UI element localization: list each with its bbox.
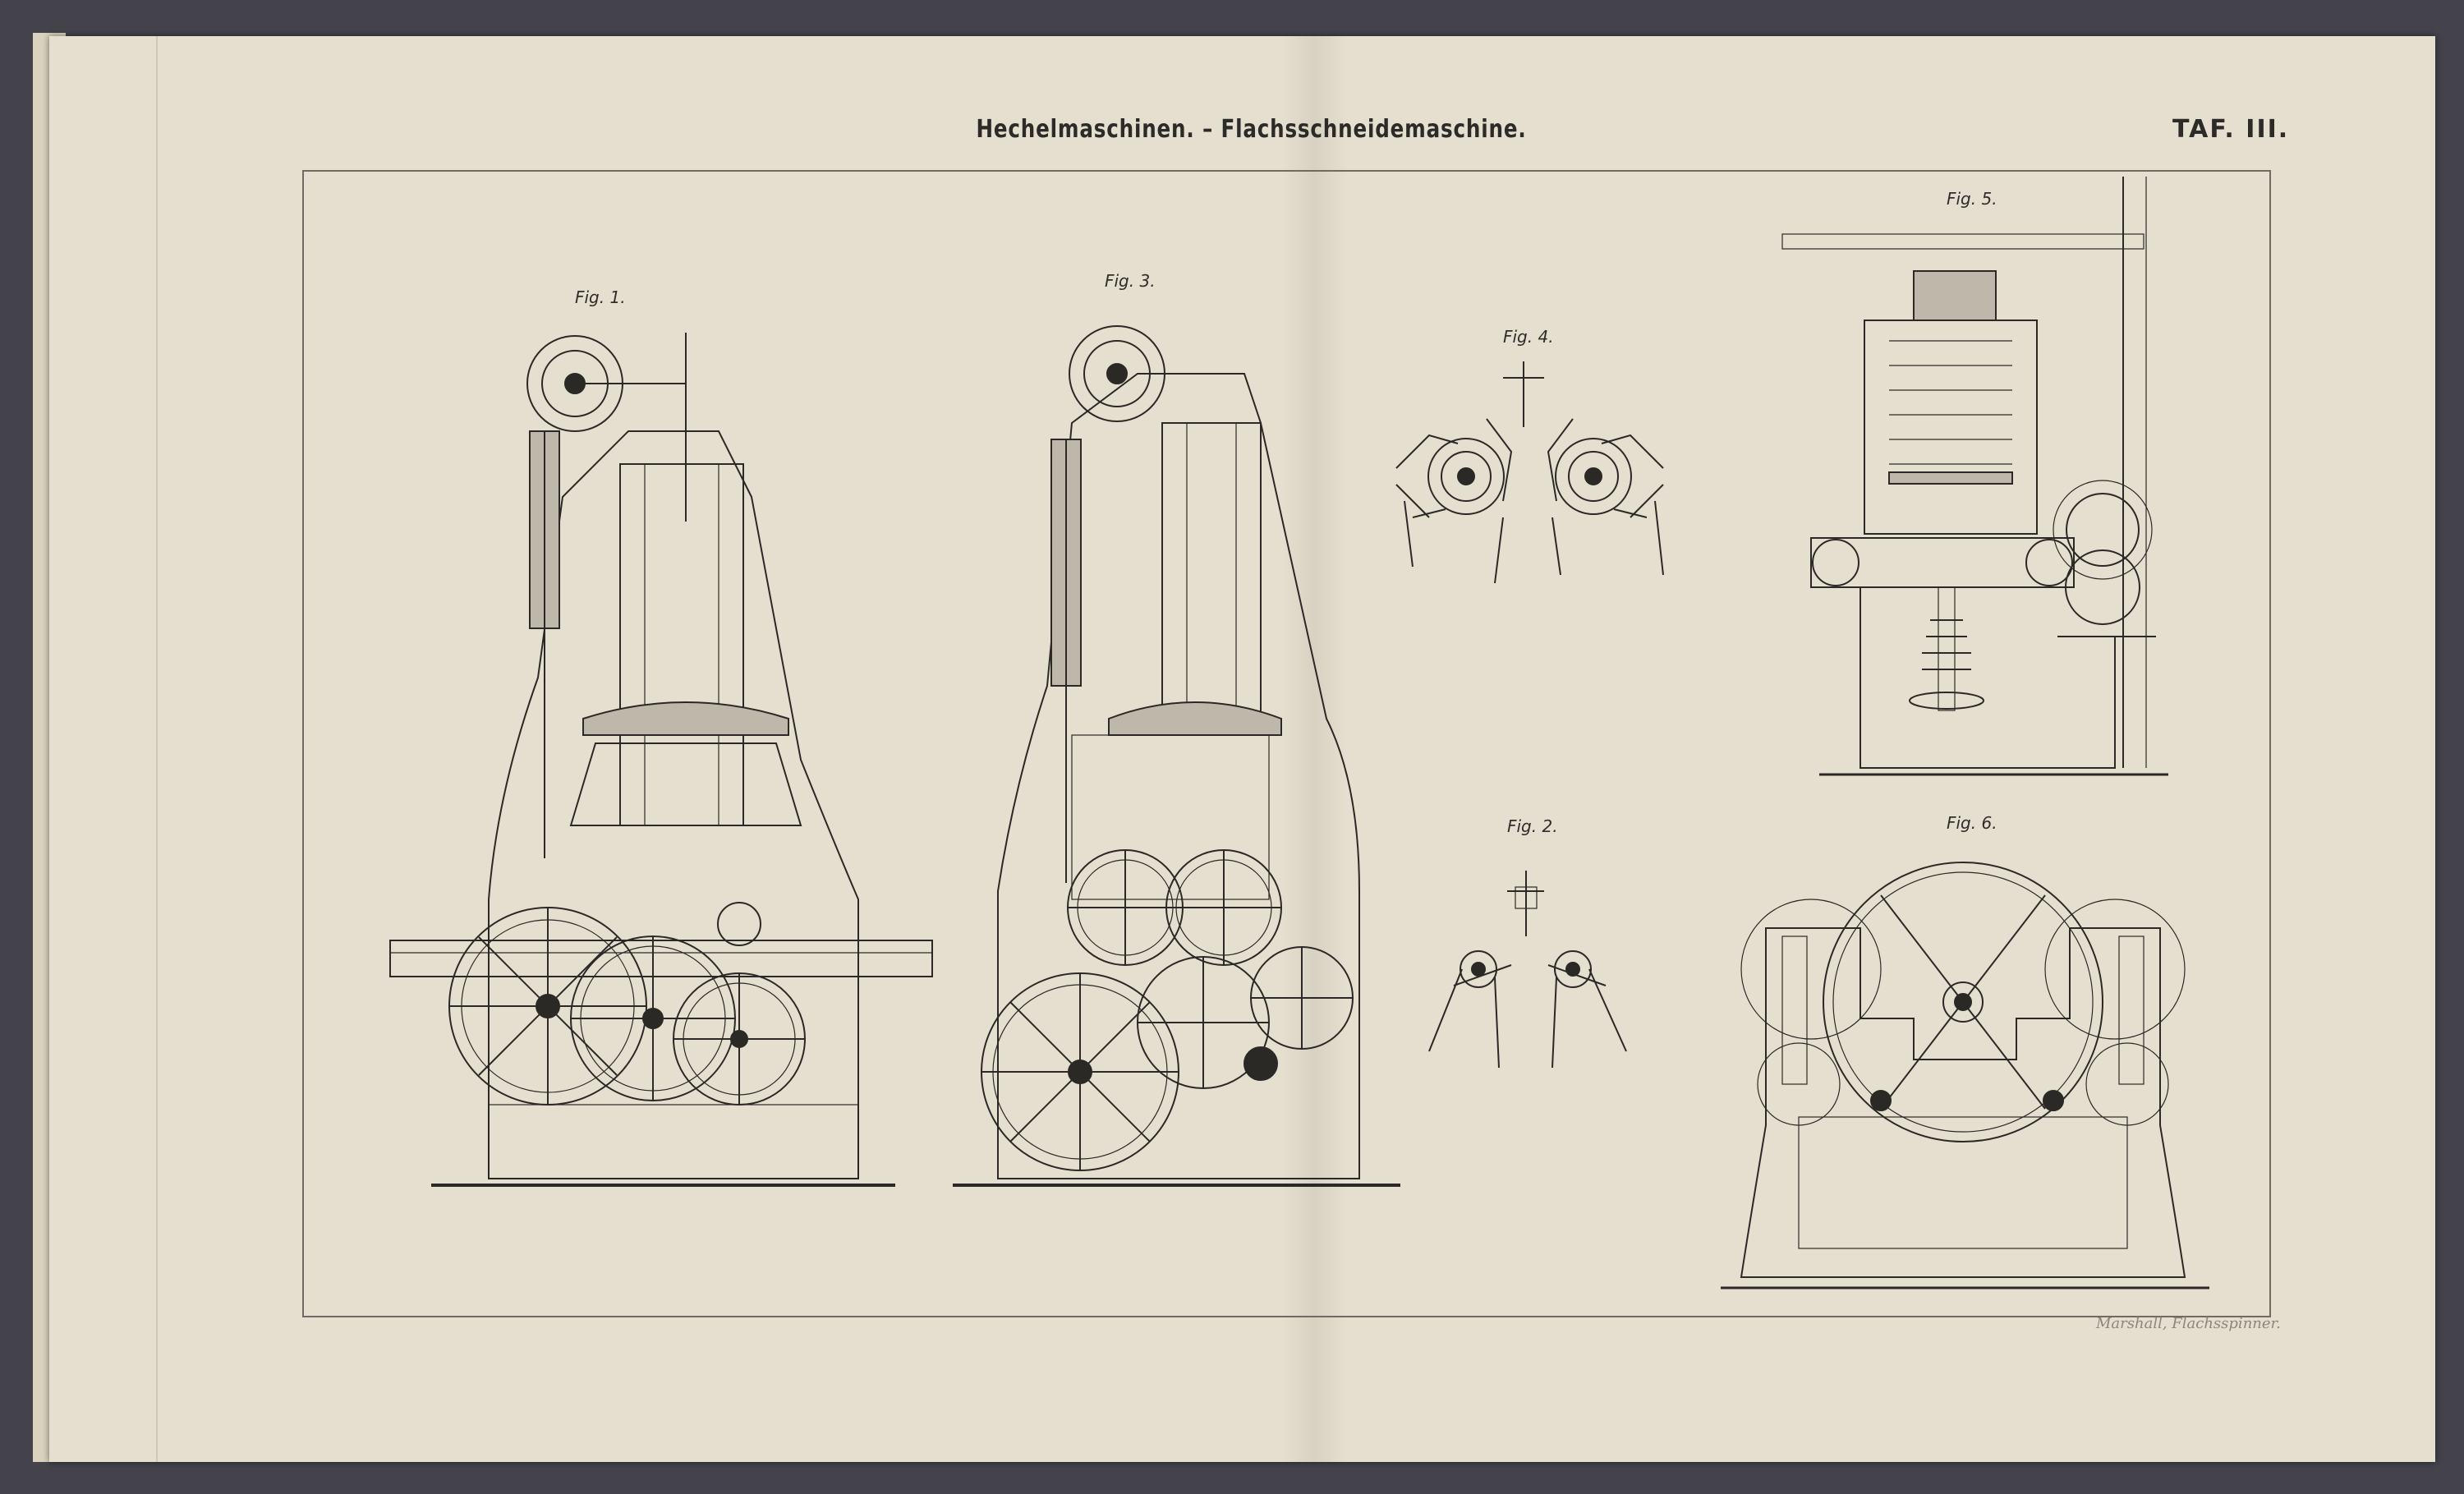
fig1-drawing: [389, 333, 933, 1187]
fig3-label: Fig. 3.: [1105, 271, 1156, 291]
fig2-label: Fig. 2.: [1507, 816, 1558, 836]
page-fold-line: [156, 36, 158, 1462]
fig6-drawing: [1721, 862, 2209, 1289]
plate-title: Hechelmaschinen. – Flachsschneidemaschin…: [976, 115, 1527, 144]
book-spread: [49, 36, 2435, 1462]
fig2-drawing: [1428, 871, 1627, 1069]
fig5-drawing: [1781, 177, 2168, 776]
fig4-label: Fig. 4.: [1503, 327, 1554, 347]
fig1-label: Fig. 1.: [575, 287, 626, 307]
fig5-label: Fig. 5.: [1947, 189, 1997, 209]
fig3-drawing: [953, 325, 1400, 1187]
plate-frame: [302, 170, 2271, 1317]
engraver-credit: Marshall, Flachsspinner.: [2096, 1315, 2281, 1332]
fig4-drawing: [1395, 361, 1664, 584]
plate-number: TAF. III.: [2172, 115, 2290, 144]
fig6-label: Fig. 6.: [1947, 813, 1997, 833]
